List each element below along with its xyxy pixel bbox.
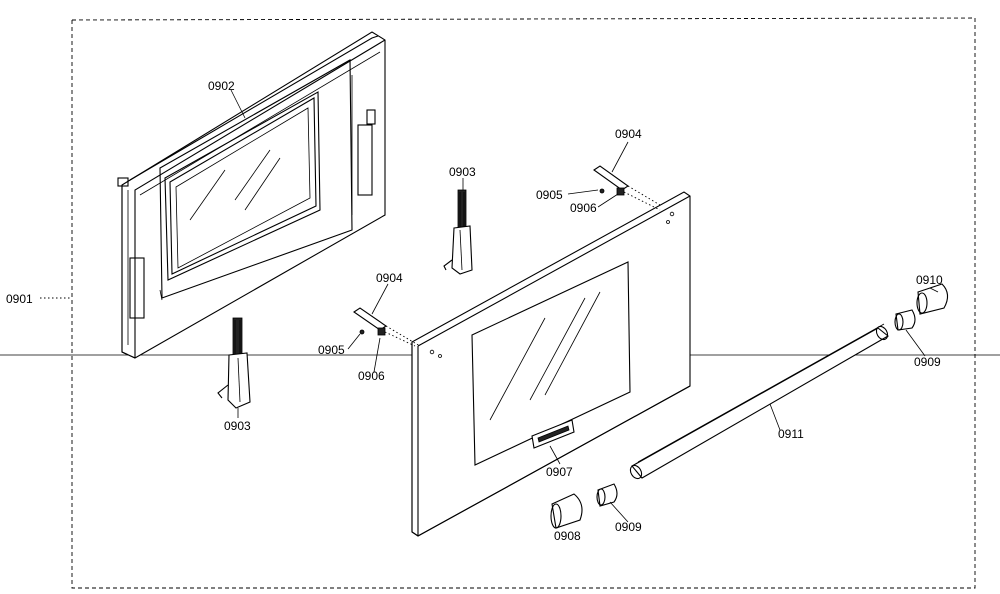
label-0906-top: 0906 [570, 201, 597, 215]
label-0902: 0902 [208, 79, 235, 93]
label-0904-left: 0904 [376, 271, 403, 285]
label-0906-left: 0906 [358, 369, 385, 383]
hinge-bottom [217, 317, 251, 409]
leader-lines [40, 89, 939, 523]
label-0904-top: 0904 [615, 127, 642, 141]
end-cap-0908 [550, 493, 583, 529]
label-0901: 0901 [6, 292, 33, 306]
end-bracket-0909-right [894, 309, 916, 331]
outer-door-panel [411, 191, 691, 537]
label-0907: 0907 [546, 465, 573, 479]
label-0911: 0911 [778, 427, 804, 441]
label-0905-top: 0905 [536, 188, 563, 202]
pin-top [593, 165, 661, 211]
hinge-top [443, 189, 473, 275]
pin-left [353, 307, 421, 347]
assembly-boundary [71, 17, 976, 589]
label-0905-left: 0905 [318, 343, 345, 357]
handle-rod [629, 323, 889, 480]
end-bracket-0909-bottom [596, 483, 618, 507]
label-0909-bottom: 0909 [615, 520, 642, 534]
inner-door-panel [117, 31, 386, 359]
label-0908: 0908 [554, 529, 581, 543]
label-0903-bottom: 0903 [224, 419, 251, 433]
label-0903-top: 0903 [449, 165, 476, 179]
part-labels: 0901 0902 0903 0903 0904 0904 0905 0905 … [6, 79, 943, 543]
end-cap-0910 [916, 283, 949, 315]
label-0909-right: 0909 [914, 355, 941, 369]
label-0910: 0910 [916, 273, 943, 287]
